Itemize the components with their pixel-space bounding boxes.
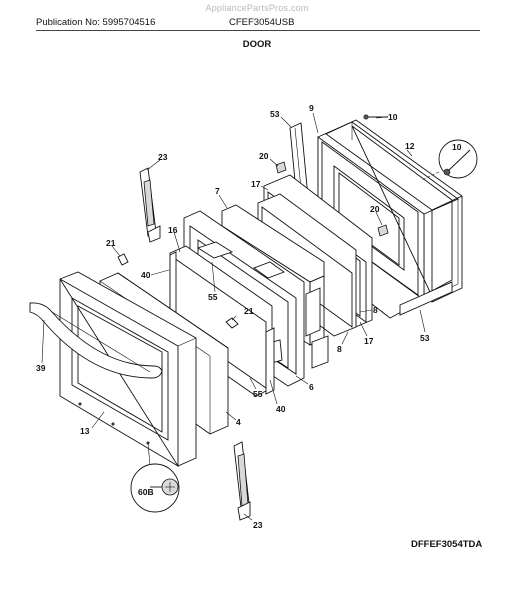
callout-6: 6 [309,382,314,392]
spacer-block-mid[interactable] [377,224,389,237]
callout-9: 9 [309,103,314,113]
callout-55-low: 55 [253,389,263,399]
callout-8-low: 8 [337,344,342,354]
callout-40-low: 40 [276,404,286,414]
glass-retainer-low[interactable] [265,327,275,395]
screw-60b-detail-circle[interactable] [130,463,180,513]
diagram-code: DFFEF3054TDA [411,539,483,550]
header-divider [36,30,480,31]
callout-12: 12 [405,141,415,151]
hinge-low[interactable] [233,441,251,521]
hinge-clip-top[interactable] [117,253,129,266]
model-number: CFEF3054USB [229,17,295,28]
callout-4: 4 [236,417,241,427]
callout-13: 13 [80,426,90,436]
callout-21-mid: 21 [244,306,254,316]
callout-53-low: 53 [420,333,430,343]
watermark: AppliancePartsPros.com [205,3,309,13]
callout-10-circle: 10 [452,142,462,152]
callout-17-low: 17 [364,336,374,346]
leader-lines [41,112,440,521]
section-title: DOOR [242,39,272,50]
callout-53-top: 53 [270,109,280,119]
hinge-top[interactable] [139,167,161,243]
callout-21-left: 21 [106,238,116,248]
callout-40-left: 40 [141,270,151,280]
callout-55-mid: 55 [208,292,218,302]
callout-23-top: 23 [158,152,168,162]
callout-17-top: 17 [251,179,261,189]
publication-number: Publication No: 5995704516 [36,17,156,28]
callout-60b: 60B [138,487,154,497]
callout-20-top: 20 [259,151,269,161]
spacer-block-top[interactable] [275,161,287,174]
door-gasket[interactable] [325,119,463,303]
hinge-clip-mid[interactable] [225,317,239,329]
callout-10-top: 10 [388,112,398,122]
callout-7: 7 [215,186,220,196]
callout-16: 16 [168,225,178,235]
screw-detail-circle[interactable] [438,139,478,179]
callout-labels: 53 9 10 12 10 20 23 17 7 20 21 16 40 8 5… [36,103,462,530]
callout-23-low: 23 [253,520,263,530]
callout-20-mid: 20 [370,204,380,214]
callout-8-right: 8 [373,305,378,315]
side-channel-low[interactable] [399,281,453,316]
callout-39: 39 [36,363,46,373]
